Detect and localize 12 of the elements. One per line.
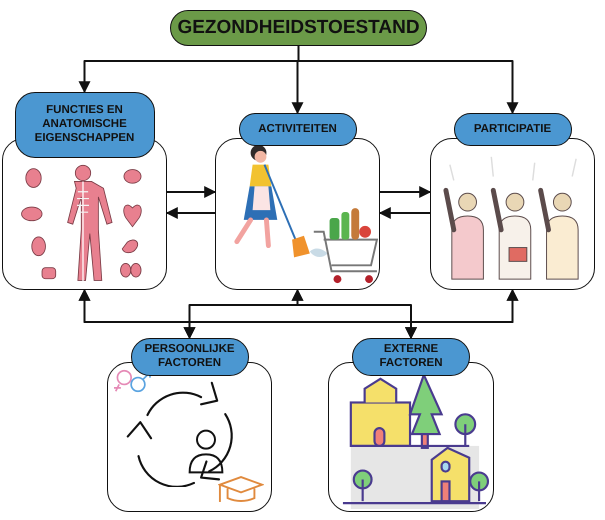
connector-arrow	[405, 288, 518, 340]
connector-arrow	[380, 186, 432, 198]
category-heading: ACTIVITEITEN	[238, 113, 356, 146]
heading-pill: GEZONDHEIDSTOESTAND	[170, 10, 427, 46]
category-heading: PERSOONLIJKE FACTOREN	[130, 338, 248, 376]
category-heading: PARTICIPATIE	[454, 113, 572, 146]
connector-arrow	[298, 46, 518, 114]
connector-arrow	[167, 186, 216, 198]
category-heading: EXTERNE FACTOREN	[352, 338, 470, 376]
connector-arrow	[378, 207, 430, 219]
category-heading: FUNCTIES EN ANATOMISCHE EIGENSCHAPPEN	[14, 92, 154, 158]
connector-arrow	[166, 207, 215, 219]
